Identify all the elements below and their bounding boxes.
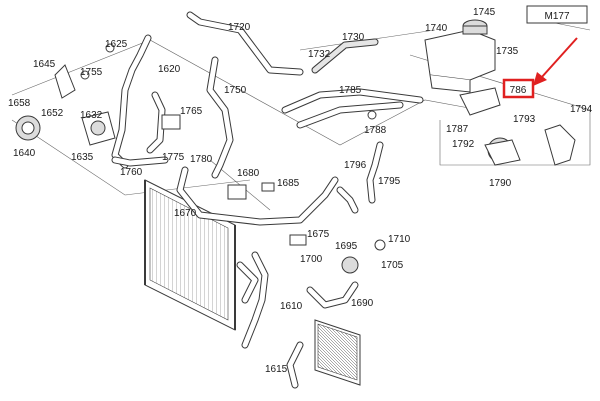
part-label: 1760 (120, 167, 143, 178)
part-label: 1640 (13, 148, 36, 159)
part-label: 1635 (71, 152, 94, 163)
part-label: 1755 (80, 67, 103, 78)
part-label: 1675 (307, 229, 330, 240)
part-label: 1740 (425, 23, 448, 34)
part-label: 1792 (452, 139, 475, 150)
part-label: 1610 (280, 301, 303, 312)
part-label: 1685 (277, 178, 300, 189)
part-label: 1680 (237, 168, 260, 179)
part-label: 1775 (162, 152, 185, 163)
part-label: 1625 (105, 39, 128, 50)
bracket-plate (459, 87, 501, 116)
part-label: 1750 (224, 85, 247, 96)
red-arrow-icon (533, 37, 578, 86)
part-label: 1735 (496, 46, 519, 57)
part-label: 1720 (228, 22, 251, 33)
model-code-box: M177 (526, 5, 588, 24)
part-label: 1780 (190, 154, 213, 165)
part-labels: 1720 1745 1740 1735 1730 1732 1625 1620 … (8, 7, 593, 375)
part-label: 1788 (364, 125, 387, 136)
part-label: 1794 (570, 104, 593, 115)
part-label: 1652 (41, 108, 64, 119)
part-label: 1796 (344, 160, 367, 171)
part-label: 1795 (378, 176, 401, 187)
part-label: 1705 (381, 260, 404, 271)
part-label: 1793 (513, 114, 536, 125)
part-label: 1732 (308, 49, 331, 60)
part-label: 1620 (158, 64, 181, 75)
part-label: 1787 (446, 124, 469, 135)
part-label: 1700 (300, 254, 323, 265)
part-label: 1765 (180, 106, 203, 117)
part-label: 1632 (80, 110, 103, 121)
part-label: 1695 (335, 241, 358, 252)
part-label: 1690 (351, 298, 374, 309)
part-label: 1790 (489, 178, 512, 189)
part-label: 1670 (174, 208, 197, 219)
part-label: 1645 (33, 59, 56, 70)
part-label: 1615 (265, 364, 288, 375)
part-label: 1730 (342, 32, 365, 43)
highlight-label: 786 (510, 85, 527, 96)
model-code-text: M177 (544, 11, 569, 22)
part-label: 1658 (8, 98, 31, 109)
part-label: 1745 (473, 7, 496, 18)
part-label: 1785 (339, 85, 362, 96)
highlight-callout: 786 (502, 78, 535, 99)
hoses (111, 11, 424, 389)
components (15, 43, 576, 274)
auxiliary-cooler (314, 319, 361, 386)
expansion-tank (424, 19, 496, 93)
part-label: 1710 (388, 234, 411, 245)
